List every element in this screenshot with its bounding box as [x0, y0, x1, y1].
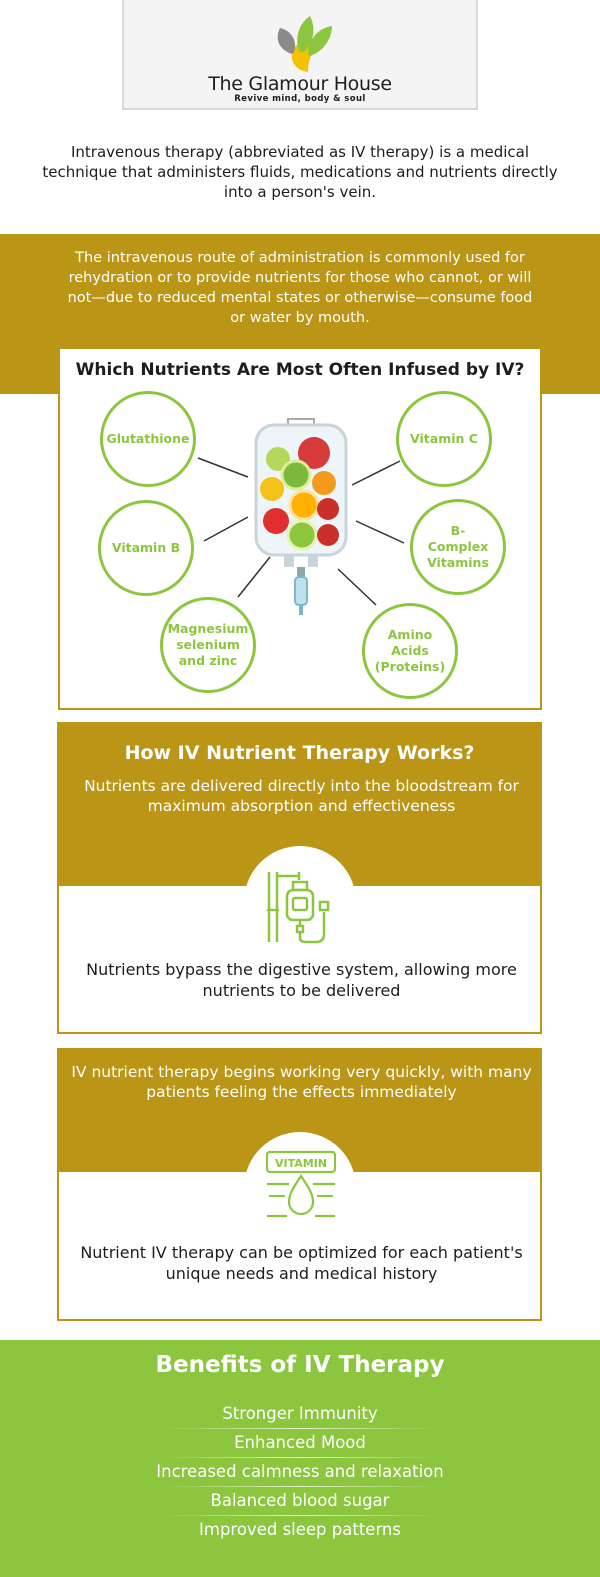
brand-name: The Glamour House	[208, 73, 392, 95]
nutrient-glutathione: Glutathione	[100, 391, 196, 487]
logo-box: The Glamour House Revive mind, body & so…	[122, 0, 478, 110]
quick-subtitle: IV nutrient therapy begins working very …	[71, 1063, 532, 1101]
nutrients-card: Which Nutrients Are Most Often Infused b…	[58, 347, 542, 710]
intro-text: Intravenous therapy (abbreviated as IV t…	[42, 143, 558, 201]
connector-line	[197, 457, 249, 478]
brand-tagline: Revive mind, body & soul	[234, 94, 366, 104]
vitamin-label: VITAMIN	[275, 1157, 327, 1170]
leaf-logo-icon	[277, 16, 332, 72]
nutrient-connectors	[197, 457, 405, 606]
nutrient-vitamin-b: Vitamin B	[98, 500, 194, 596]
connector-line	[203, 516, 249, 542]
nutrient-b-complex: B-Complex Vitamins	[410, 499, 506, 595]
how-body: Nutrients bypass the digestive system, a…	[86, 960, 517, 1000]
connector-line	[237, 556, 271, 598]
nutrient-magnesium: Magnesium selenium and zinc	[160, 597, 256, 693]
connector-line	[337, 568, 377, 606]
how-subtitle: Nutrients are delivered directly into th…	[84, 777, 519, 815]
benefit-divider	[160, 1428, 440, 1429]
benefit-item: Enhanced Mood	[234, 1433, 366, 1452]
how-card: How IV Nutrient Therapy Works? Nutrients…	[57, 722, 542, 1034]
iv-fruit-bag-icon	[254, 418, 348, 615]
benefit-item: Balanced blood sugar	[210, 1491, 390, 1510]
benefit-divider	[160, 1515, 440, 1516]
nutrient-vitamin-c: Vitamin C	[396, 391, 492, 487]
quick-card: IV nutrient therapy begins working very …	[57, 1048, 542, 1321]
icon-bump	[244, 1132, 356, 1244]
how-title: How IV Nutrient Therapy Works?	[124, 742, 475, 764]
route-text: The intravenous route of administration …	[67, 250, 533, 326]
benefit-item: Improved sleep patterns	[199, 1520, 401, 1539]
nutrient-amino-acids: Amino Acids (Proteins)	[362, 603, 458, 699]
benefit-item: Increased calmness and relaxation	[156, 1462, 444, 1481]
benefits-section: Benefits of IV Therapy Stronger Immunity…	[0, 1340, 600, 1577]
benefits-title: Benefits of IV Therapy	[155, 1352, 445, 1378]
connector-line	[355, 520, 405, 544]
benefit-divider	[160, 1486, 440, 1487]
quick-body: Nutrient IV therapy can be optimized for…	[80, 1243, 523, 1283]
nutrients-title: Which Nutrients Are Most Often Infused b…	[75, 360, 525, 380]
benefit-item: Stronger Immunity	[222, 1404, 378, 1423]
iv-drip-icon	[267, 872, 330, 944]
vitamin-drop-icon: VITAMIN	[265, 1150, 337, 1218]
connector-line	[351, 460, 401, 486]
benefit-divider	[160, 1457, 440, 1458]
